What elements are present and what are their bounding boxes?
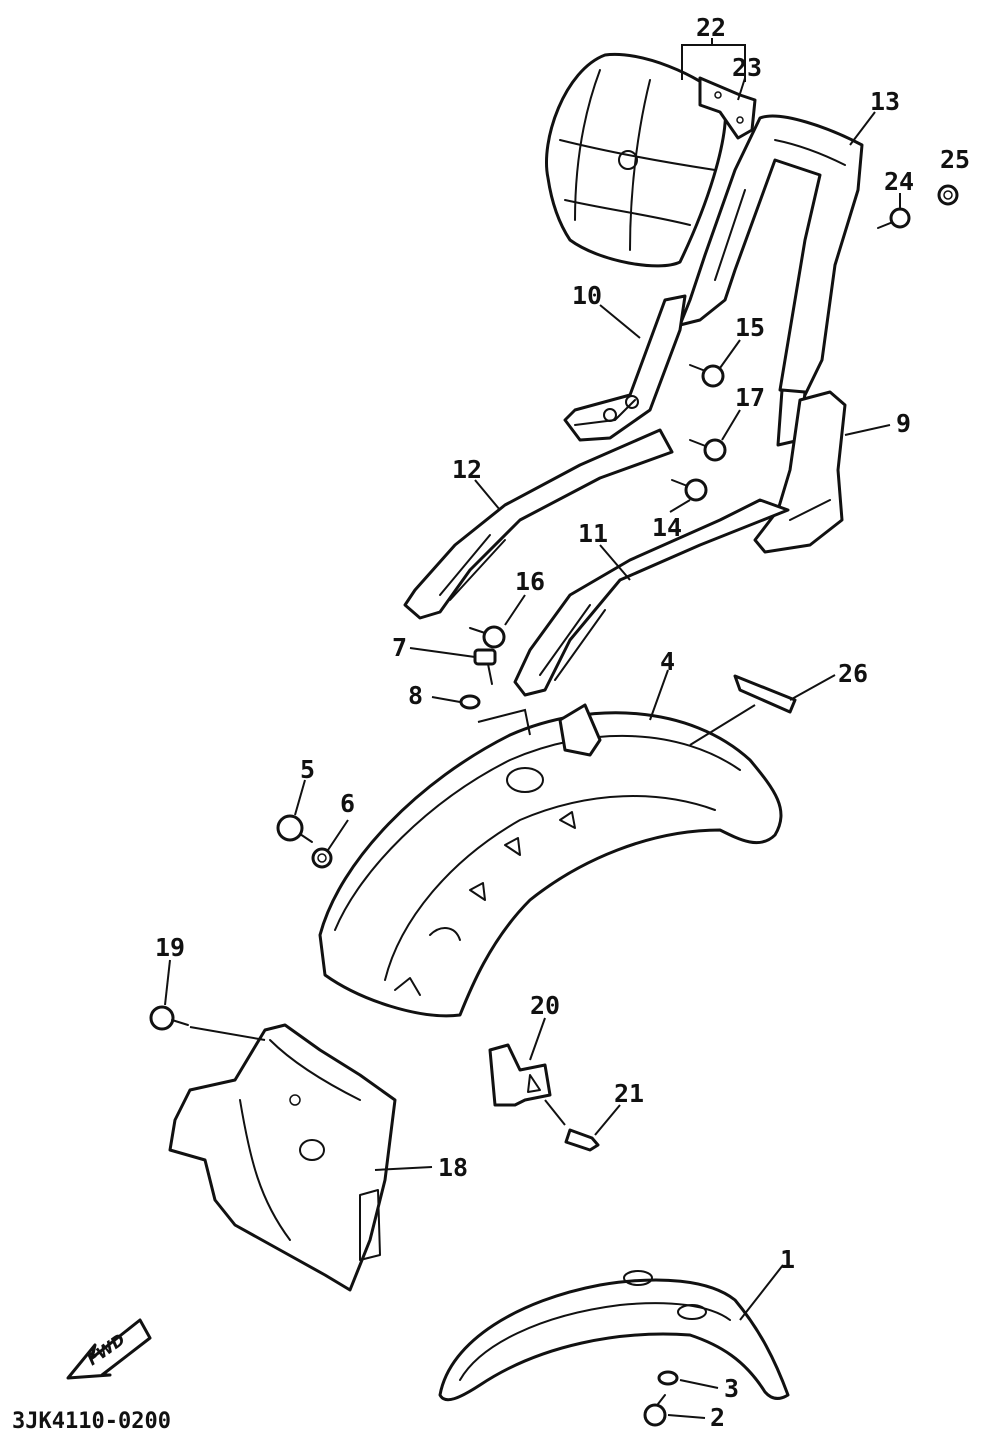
label-18: 18: [438, 1153, 468, 1182]
label-26: 26: [838, 659, 868, 688]
diagram-code: 3JK4110-0200: [12, 1409, 171, 1434]
grab-bar-right: [513, 498, 790, 697]
label-17: 17: [735, 383, 765, 412]
front-fender: [438, 1270, 790, 1402]
bolt-24: [877, 207, 911, 229]
label-14: 14: [652, 513, 682, 542]
label-sticker: [733, 674, 797, 714]
grab-bar-bracket: [563, 294, 687, 442]
label-20: 20: [530, 991, 560, 1020]
bolt-7: [473, 648, 497, 685]
label-22: 22: [696, 13, 726, 42]
nut-25: [937, 184, 959, 206]
label-24: 24: [884, 167, 914, 196]
label-19: 19: [155, 933, 185, 962]
label-5: 5: [300, 755, 315, 784]
fender-inner-cover: [168, 1023, 397, 1292]
bolt-19: [149, 1005, 189, 1031]
label-16: 16: [515, 567, 545, 596]
bolt-16: [469, 625, 506, 649]
label-9: 9: [896, 409, 911, 438]
grab-bar-side-cover: [753, 390, 847, 554]
nut-6: [311, 847, 333, 869]
bolt-2: [643, 1394, 667, 1427]
leader-lines: [164, 38, 901, 1419]
label-3: 3: [724, 1374, 739, 1403]
label-7: 7: [392, 633, 407, 662]
washer-3: [657, 1370, 679, 1386]
bolt-15: [689, 364, 725, 388]
grab-bar-left: [403, 428, 674, 620]
label-2: 2: [710, 1403, 725, 1432]
arrow-left-icon: FWD: [66, 1318, 152, 1380]
bolt-17: [689, 438, 727, 462]
rear-fender: [318, 703, 783, 1018]
label-11: 11: [578, 519, 608, 548]
backrest-pad: [545, 52, 728, 268]
label-21: 21: [614, 1079, 644, 1108]
bolt-5: [276, 814, 313, 843]
label-6: 6: [340, 789, 355, 818]
backrest-plate: [698, 76, 757, 140]
clip-8: [459, 694, 481, 710]
screw-21: [564, 1128, 600, 1152]
label-25: 25: [940, 145, 970, 174]
label-23: 23: [732, 53, 762, 82]
part-number-labels: 1 2 3 4 5 6 7 8 9 10 11 12 13 14 15 16 1…: [155, 13, 970, 1432]
fender-bracket: [488, 1043, 552, 1107]
label-4: 4: [660, 647, 675, 676]
label-13: 13: [870, 87, 900, 116]
label-12: 12: [452, 455, 482, 484]
label-8: 8: [408, 681, 423, 710]
label-10: 10: [572, 281, 602, 310]
label-15: 15: [735, 313, 765, 342]
label-1: 1: [780, 1245, 795, 1274]
bolt-14: [671, 478, 708, 502]
